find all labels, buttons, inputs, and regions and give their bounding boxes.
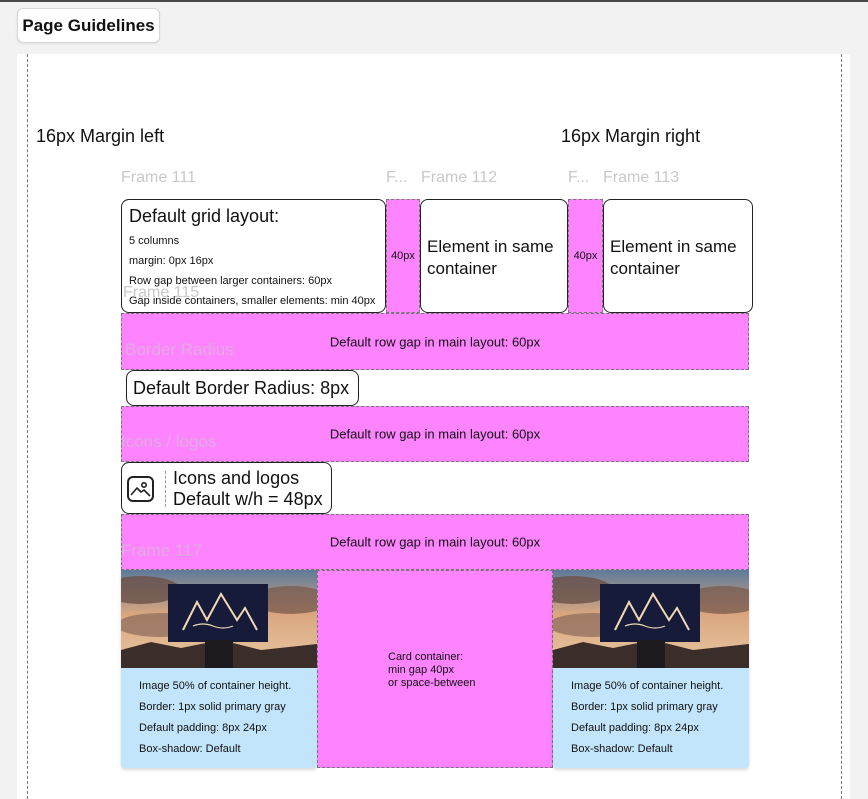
card-container-line: Card container: <box>388 651 464 663</box>
card-line: Default padding: 8px 24px <box>571 722 699 734</box>
frame-label-115: Frame 115 <box>123 284 200 301</box>
row-gap-2: Default row gap in main layout: 60px <box>121 406 749 462</box>
card-container-line: or space-between <box>388 677 476 689</box>
inner-gap-2: 40px <box>568 199 603 313</box>
card-line: Default padding: 8px 24px <box>139 722 267 734</box>
grid-title: Default grid layout: <box>129 206 280 226</box>
top-border <box>0 0 868 2</box>
icons-line-1: Icons and logos <box>173 468 300 488</box>
card-container-gap: Card container: min gap 40px or space-be… <box>317 570 553 768</box>
element-card-1-label: Element in same container <box>427 237 554 278</box>
icons-card: Icons and logos Default w/h = 48px <box>121 462 332 514</box>
card-1-text: Image 50% of container height. Border: 1… <box>139 676 291 760</box>
grid-layout-card: Default grid layout: 5 columns margin: 0… <box>121 199 386 313</box>
card-1-image <box>121 570 317 668</box>
element-card-2-label: Element in same container <box>610 237 737 278</box>
image-icon <box>127 476 154 502</box>
frame-label-border-radius: Border Radius <box>125 340 234 359</box>
icon-divider <box>165 471 167 507</box>
border-radius-card: Default Border Radius: 8px <box>126 370 359 406</box>
frame-label-111: Frame 111 <box>121 169 196 186</box>
frame-label-small-1: F... <box>386 169 408 186</box>
card-container-text: Card container: min gap 40px or space-be… <box>388 651 475 690</box>
row-gap-1: Default row gap in main layout: 60px <box>121 313 749 370</box>
card-line: Image 50% of container height. <box>571 680 724 692</box>
card-2-text: Image 50% of container height. Border: 1… <box>571 676 723 760</box>
inner-gap-1: 40px <box>386 199 420 313</box>
margin-right-label: 16px Margin right <box>561 126 701 146</box>
left-guide-line <box>27 54 28 799</box>
icons-line-2: Default w/h = 48px <box>173 489 323 509</box>
card-container-line: min gap 40px <box>388 664 455 676</box>
page-guidelines-button[interactable]: Page Guidelines <box>17 8 160 43</box>
card-line: Box-shadow: Default <box>571 743 673 755</box>
inner-gap-1-label: 40px <box>391 250 415 262</box>
frame-label-113: Frame 113 <box>603 169 680 186</box>
row-gap-1-label: Default row gap in main layout: 60px <box>329 334 541 349</box>
grid-line: Row gap between larger containers: 60px <box>129 275 333 287</box>
card-2-image <box>553 570 749 668</box>
card-line: Border: 1px solid primary gray <box>139 701 286 713</box>
frame-label-icons-logos: Icons / logos <box>121 432 217 451</box>
icons-text: Icons and logos Default w/h = 48px <box>173 468 323 510</box>
grid-line: margin: 0px 16px <box>129 255 214 267</box>
frame-label-117: Frame 117 <box>121 541 202 560</box>
inner-gap-2-label: 40px <box>573 250 598 262</box>
right-guide-line <box>841 54 842 799</box>
example-card-1: Image 50% of container height. Border: 1… <box>121 570 317 768</box>
card-line: Border: 1px solid primary gray <box>571 701 718 713</box>
grid-line: Gap inside containers, smaller elements:… <box>129 295 376 307</box>
frame-label-small-2: F... <box>568 169 590 186</box>
border-radius-label: Default Border Radius: 8px <box>133 377 350 398</box>
margin-left-label: 16px Margin left <box>36 126 165 146</box>
grid-lines: 5 columns margin: 0px 16px Row gap betwe… <box>129 231 385 311</box>
row-gap-3-label: Default row gap in main layout: 60px <box>329 534 541 550</box>
example-card-2: Image 50% of container height. Border: 1… <box>553 570 749 768</box>
element-card-1: Element in same container <box>420 199 568 313</box>
card-line: Box-shadow: Default <box>139 743 241 755</box>
frame-label-112: Frame 112 <box>421 169 498 186</box>
grid-line: 5 columns <box>129 235 180 247</box>
row-gap-3: Default row gap in main layout: 60px <box>121 514 749 570</box>
card-line: Image 50% of container height. <box>139 680 292 692</box>
element-card-2: Element in same container <box>603 199 753 313</box>
row-gap-2-label: Default row gap in main layout: 60px <box>329 426 541 442</box>
